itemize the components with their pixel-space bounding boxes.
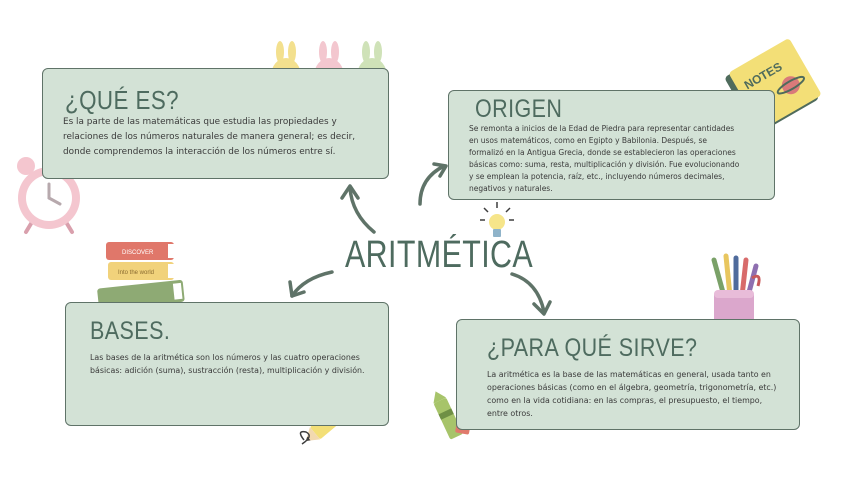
arrow-to-que-es (350, 188, 374, 232)
card-para-que-sirve-line-3: como en la vida cotidiana: en las compra… (487, 396, 762, 405)
card-bases-line-1: Las bases de la aritmética son los númer… (90, 353, 360, 362)
card-origen-line-1: Se remonta a inicios de la Edad de Piedr… (469, 124, 734, 133)
card-bases-line-2: básicas: adición (suma), sustracción (re… (90, 366, 365, 375)
card-origen-line-5: y se emplean la potencia, raíz, etc., in… (469, 172, 724, 181)
card-que-es-line-3: donde comprendemos la interacción de los… (63, 147, 335, 157)
card-que-es: ¿QUÉ ES? Es la parte de las matemáticas … (42, 68, 389, 179)
card-que-es-title: ¿QUÉ ES? (65, 85, 179, 116)
card-origen-title: ORIGEN (475, 95, 562, 124)
card-origen-line-4: básicas como: suma, resta, multiplicació… (469, 160, 739, 169)
arrow-to-para-que (512, 274, 544, 312)
card-origen-line-6: negativos y naturales. (469, 184, 553, 193)
card-bases: BASES. Las bases de la aritmética son lo… (65, 302, 389, 426)
card-origen-line-3: formalizó en la Antigua Grecia, donde se… (469, 148, 736, 157)
card-para-que-sirve: ¿PARA QUÉ SIRVE? La aritmética es la bas… (456, 319, 800, 430)
arrow-to-origen (420, 166, 444, 204)
card-bases-title: BASES. (90, 317, 170, 346)
card-que-es-line-2: relaciones de los números naturales de m… (63, 132, 355, 142)
card-para-que-sirve-title: ¿PARA QUÉ SIRVE? (487, 334, 697, 363)
card-para-que-sirve-line-4: entre otros. (487, 409, 533, 418)
center-title: ARITMÉTICA (345, 236, 467, 274)
card-que-es-line-1: Es la parte de las matemáticas que estud… (63, 117, 337, 127)
card-origen: ORIGEN Se remonta a inicios de la Edad d… (448, 90, 775, 200)
card-origen-line-2: en usos matemáticos, como en Egipto y Ba… (469, 136, 707, 145)
card-para-que-sirve-line-1: La aritmética es la base de las matemáti… (487, 370, 771, 379)
card-para-que-sirve-line-2: operaciones básicas (como en el álgebra,… (487, 383, 776, 392)
